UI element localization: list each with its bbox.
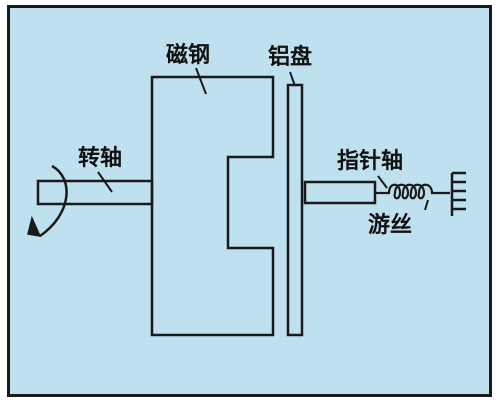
pointer-shaft-shape: [303, 180, 377, 205]
disc-leader: [289, 71, 296, 87]
spring-anchor: [450, 171, 466, 216]
diagram-panel: [7, 5, 492, 397]
rotating-shaft-label: 转轴: [78, 146, 123, 171]
magnet-leader: [195, 67, 207, 95]
aluminum-disc-label: 铝盘: [268, 45, 313, 70]
rotation-arrow-icon: [27, 215, 42, 237]
hairspring-label: 游丝: [368, 213, 413, 238]
aluminum-disc-shape: [286, 83, 304, 337]
rotating-shaft-shape: [36, 179, 154, 206]
pointer-shaft-label: 指针轴: [337, 149, 404, 174]
rotation-arc: [39, 164, 68, 238]
hairspring-leader: [424, 199, 429, 211]
magnet-label: 磁钢: [166, 43, 211, 68]
magnet-shape: [150, 75, 275, 337]
pointer-leader: [377, 175, 388, 189]
hairspring-coil: [375, 183, 450, 200]
shaft-leader: [97, 171, 113, 193]
